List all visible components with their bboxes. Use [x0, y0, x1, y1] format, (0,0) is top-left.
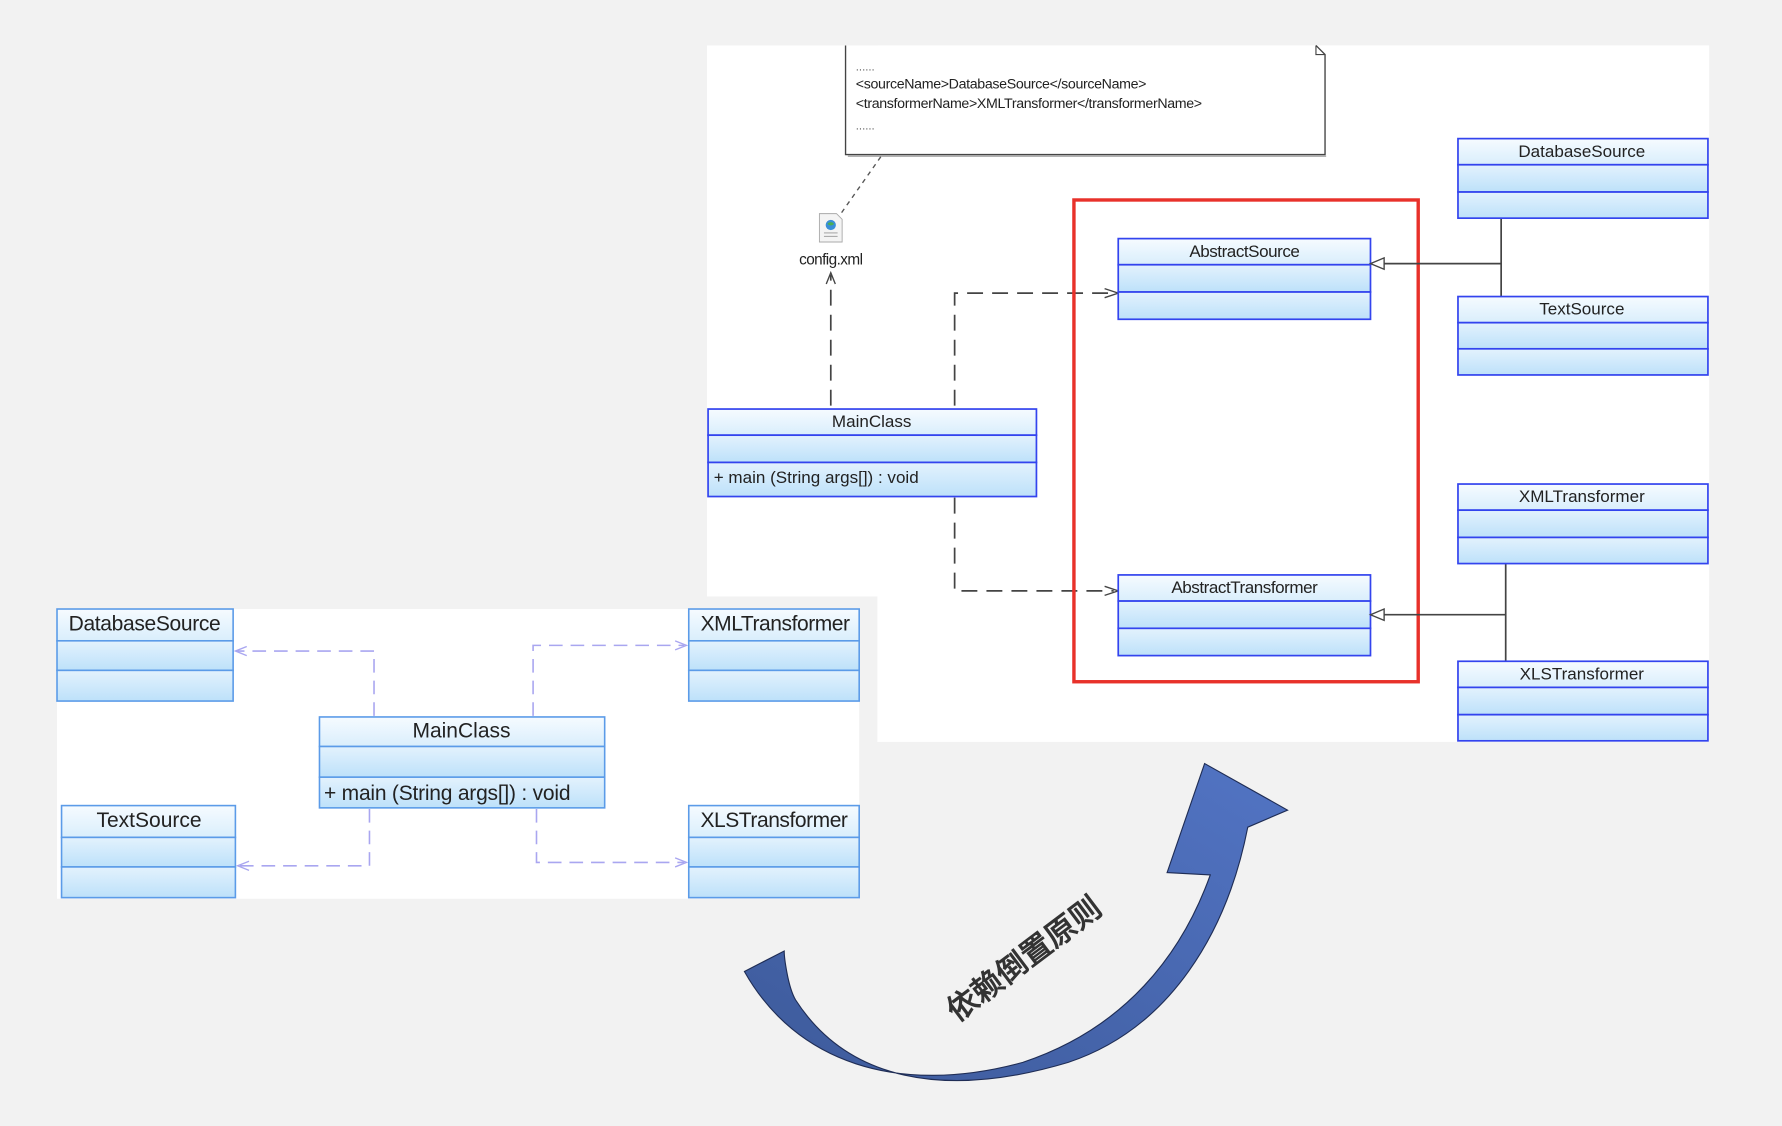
mainclass-before-name: MainClass: [412, 719, 510, 742]
before-diagram: DatabaseSource XMLTransformer MainClass …: [56, 608, 860, 899]
textsource-after-name: TextSource: [1539, 300, 1624, 319]
class-databasesource-before[interactable]: DatabaseSource: [56, 608, 234, 702]
dependency-main-textsource: [238, 808, 371, 867]
xmltransformer-before-name: XMLTransformer: [701, 613, 850, 636]
databasesource-after-name: DatabaseSource: [1518, 142, 1645, 161]
generalization-source: [1384, 218, 1503, 298]
dependency-arrowhead: [825, 270, 836, 285]
note-line-transformer: <transformerName>XMLTransformer</transfo…: [856, 96, 1202, 112]
curved-arrow-icon: [743, 762, 1289, 1082]
databasesource-before-name: DatabaseSource: [69, 613, 221, 636]
class-xlstransformer-before[interactable]: XLSTransformer: [687, 804, 860, 899]
dependency-arrowhead: [233, 645, 248, 657]
mainclass-before-operation: + main (String args[]) : void: [324, 782, 570, 805]
note-line-ellipsis-top: ......: [856, 61, 875, 73]
dependency-arrowhead: [674, 857, 689, 868]
note-line-ellipsis-bottom: ......: [856, 121, 875, 133]
note-anchor-line: [834, 156, 882, 222]
class-mainclass-before[interactable]: MainClass + main (String args[]) : void: [318, 716, 606, 809]
xlstransformer-after-name: XLSTransformer: [1520, 664, 1645, 683]
class-databasesource-after[interactable]: DatabaseSource: [1457, 137, 1709, 220]
dependency-main-abstractsource: [953, 292, 1114, 406]
generalization-arrowhead: [1368, 256, 1385, 271]
abstractsource-name: AbstractSource: [1189, 242, 1299, 261]
textsource-before-name: TextSource: [96, 809, 201, 832]
xlstransformer-before-name: XLSTransformer: [700, 809, 847, 832]
class-xmltransformer-before[interactable]: XMLTransformer: [687, 608, 860, 702]
class-abstractsource[interactable]: AbstractSource: [1117, 237, 1372, 321]
class-textsource-after[interactable]: TextSource: [1457, 295, 1709, 376]
class-xmltransformer-after[interactable]: XMLTransformer: [1457, 483, 1709, 565]
class-xlstransformer-after[interactable]: XLSTransformer: [1457, 660, 1709, 742]
after-mainclass[interactable]: MainClass + main (String args[]) : void: [707, 408, 1038, 498]
xml-file-icon[interactable]: [818, 213, 843, 243]
config-file-label[interactable]: config.xml: [799, 252, 863, 269]
xmltransformer-after-name: XMLTransformer: [1519, 487, 1645, 506]
transition-label: 依赖倒置原则: [941, 890, 1109, 1029]
note-line-source: <sourceName>DatabaseSource</sourceName>: [856, 77, 1146, 93]
dependency-arrowhead: [235, 860, 250, 871]
dependency-arrowhead: [674, 640, 689, 651]
after-mainclass-operation: + main (String args[]) : void: [714, 468, 919, 487]
dependency-main-abstracttransformer: [953, 497, 1114, 592]
class-abstracttransformer[interactable]: AbstractTransformer: [1117, 574, 1372, 657]
abstracttransformer-name: AbstractTransformer: [1171, 578, 1318, 597]
after-mainclass-name: MainClass: [832, 412, 912, 431]
generalization-arrowhead: [1368, 607, 1385, 622]
dependency-main-databasesource: [236, 650, 375, 716]
abstraction-highlight-box: [1072, 198, 1420, 684]
after-diagram: ...... <sourceName>DatabaseSource</sourc…: [706, 44, 1710, 742]
config-note: ...... <sourceName>DatabaseSource</sourc…: [844, 44, 1327, 157]
generalization-transformer: [1384, 563, 1507, 662]
dependency-main-xmltransformer: [532, 644, 685, 716]
dependency-main-xlstransformer: [535, 808, 685, 864]
class-textsource-before[interactable]: TextSource: [60, 804, 237, 899]
